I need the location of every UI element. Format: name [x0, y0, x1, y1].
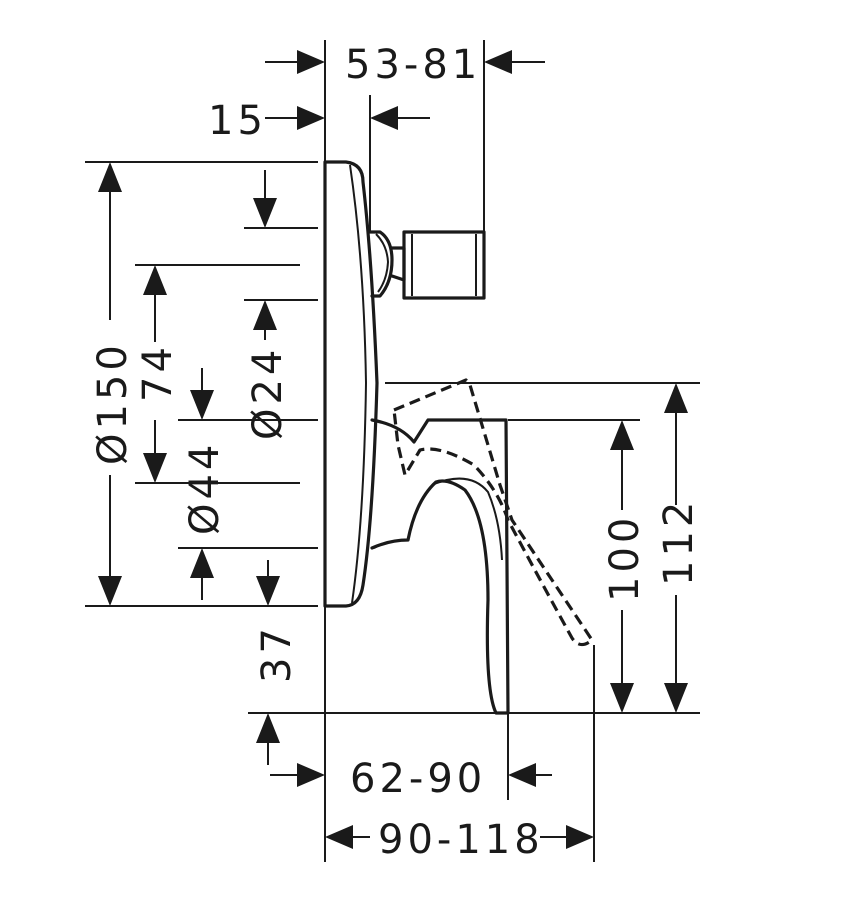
- label-90-118: 90-118: [378, 817, 544, 863]
- label-100: 100: [602, 514, 648, 602]
- dimension-112: 112: [656, 383, 702, 713]
- label-diameter-44: Ø44: [182, 441, 228, 535]
- lever-handle-open: [392, 378, 594, 647]
- lever-handle: [370, 418, 510, 715]
- label-112: 112: [656, 498, 702, 586]
- dimension-diameter-24: Ø24: [245, 170, 291, 606]
- cover-plate: [323, 160, 379, 608]
- label-53-81: 53-81: [345, 42, 481, 88]
- dimension-diameter-150: Ø150: [90, 162, 136, 606]
- dimension-90-118: 90-118: [325, 817, 594, 863]
- extension-lines: [85, 40, 700, 862]
- label-62-90: 62-90: [350, 756, 486, 802]
- dimension-53-81: 53-81: [265, 42, 545, 88]
- label-37: 37: [254, 624, 300, 683]
- diverter-fitting: [368, 230, 486, 300]
- label-diameter-150: Ø150: [90, 341, 136, 465]
- label-15: 15: [208, 98, 267, 144]
- dimension-15: 15: [208, 98, 430, 144]
- dimension-100: 100: [602, 420, 648, 713]
- dimension-62-90: 62-90: [270, 756, 552, 802]
- label-74: 74: [135, 343, 181, 402]
- label-diameter-24: Ø24: [245, 346, 291, 440]
- dimension-diameter-44: Ø44: [182, 368, 228, 600]
- dimension-37: 37: [254, 624, 300, 765]
- dimension-74: 74: [135, 265, 181, 483]
